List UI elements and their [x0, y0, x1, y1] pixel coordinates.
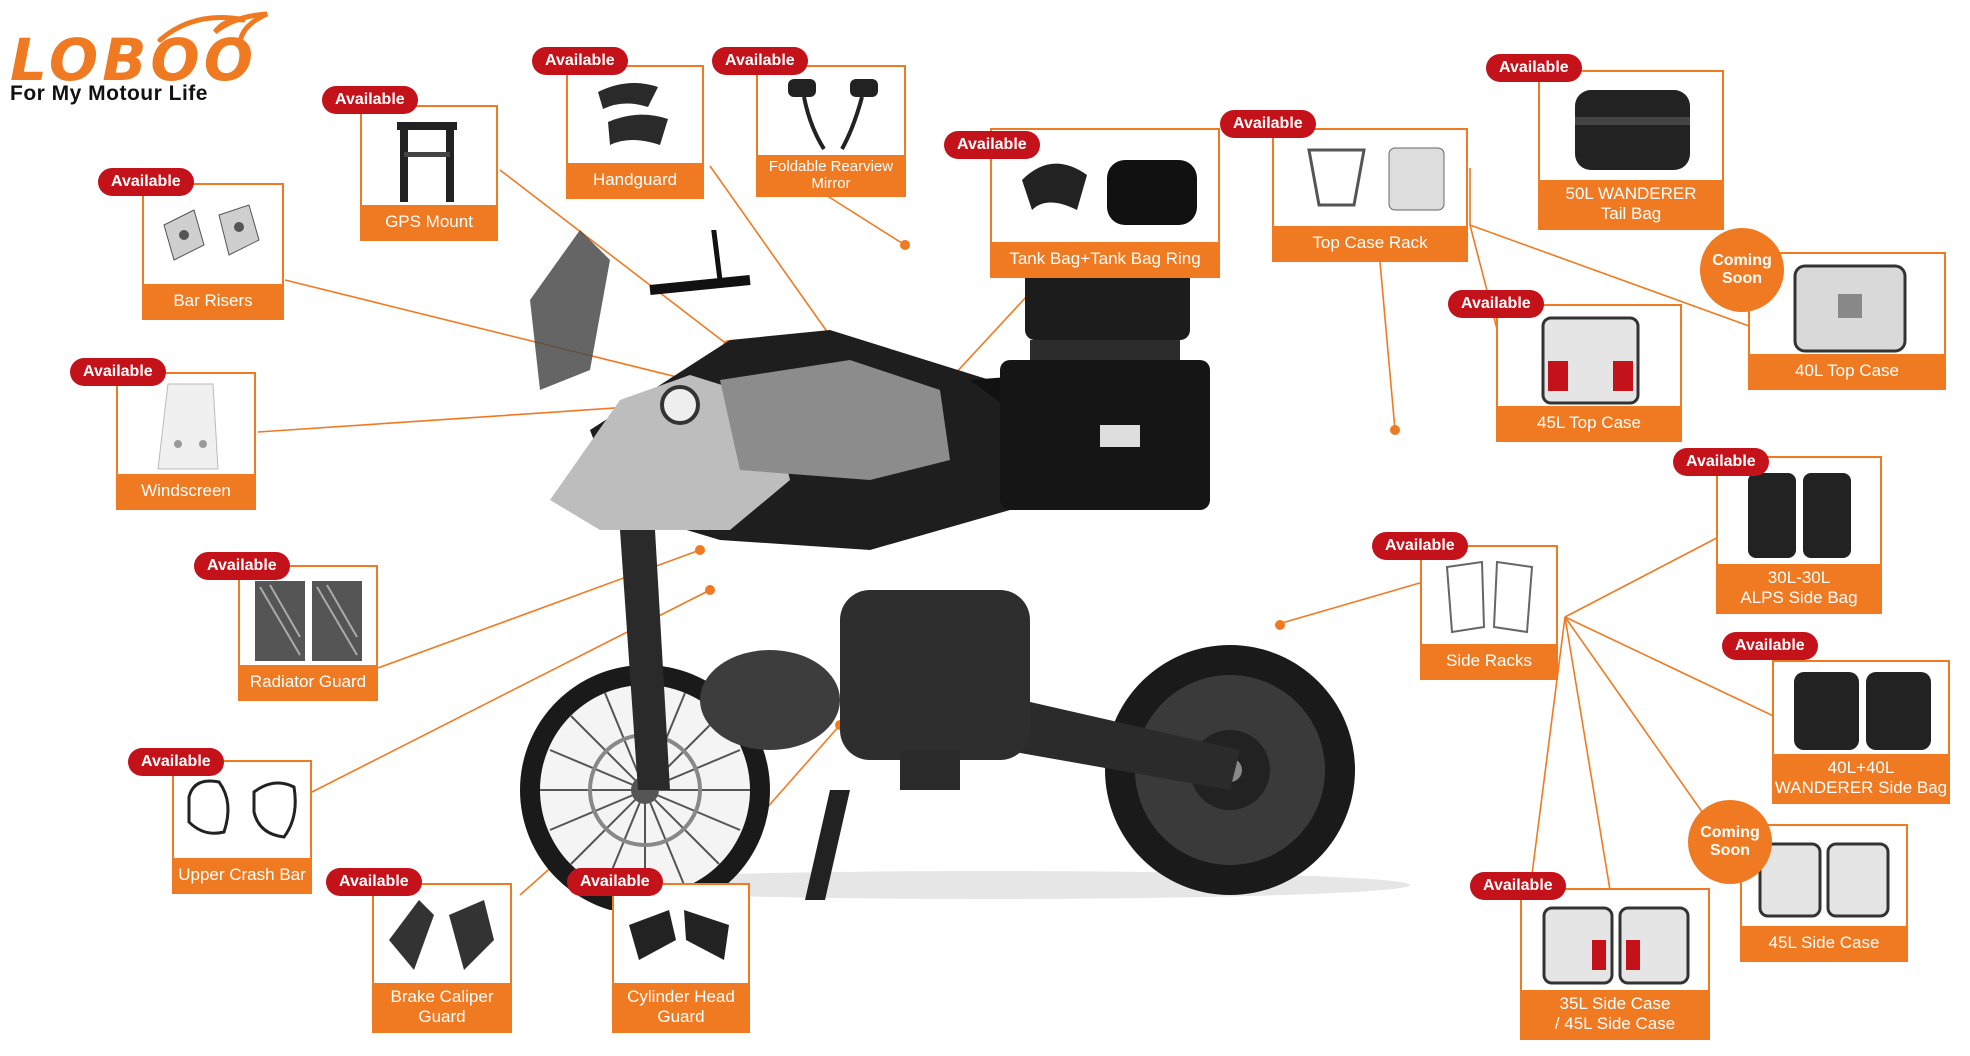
caliper-guard-icon — [389, 900, 494, 970]
card-alps-label: 30L-30L ALPS Side Bag — [1718, 564, 1880, 612]
badge-tail-bag: Available — [1486, 54, 1582, 82]
side-bag-icon — [1748, 473, 1851, 558]
top-case-icon — [1793, 264, 1907, 353]
card-top45-label: 45L Top Case — [1498, 406, 1680, 440]
card-windscreen[interactable]: Windscreen — [116, 372, 256, 510]
card-handguard-label: Handguard — [568, 163, 702, 197]
mirror-icon — [788, 79, 878, 151]
leader-alps — [1564, 529, 1733, 618]
brand-logo: LOBOO For My Motour Life — [10, 8, 280, 108]
badge-gps: Available — [322, 86, 418, 114]
badge-bar-risers: Available — [98, 168, 194, 196]
card-brake[interactable]: Brake Caliper Guard — [372, 883, 512, 1033]
card-top-rack-label: Top Case Rack — [1274, 226, 1466, 260]
card-top45[interactable]: 45L Top Case — [1496, 304, 1682, 442]
card-windscreen-label: Windscreen — [118, 474, 254, 508]
card-bar-risers-label: Bar Risers — [144, 284, 282, 318]
card-alps[interactable]: 30L-30L ALPS Side Bag — [1716, 456, 1882, 614]
card-tank-bag-label: Tank Bag+Tank Bag Ring — [992, 242, 1218, 276]
badge-brake: Available — [326, 868, 422, 896]
card-crash-bar[interactable]: Upper Crash Bar — [172, 760, 312, 894]
card-tail-bag[interactable]: 50L WANDERER Tail Bag — [1538, 70, 1724, 230]
card-side45[interactable]: 45L Side Case — [1740, 824, 1908, 962]
leader-side35 — [1564, 616, 1611, 891]
logo-wordmark: LOBOO — [10, 26, 258, 94]
side-racks-icon — [1445, 560, 1534, 634]
badge-wanderer-side: Available — [1722, 632, 1818, 660]
card-cylinder[interactable]: Cylinder Head Guard — [612, 883, 750, 1033]
side-bag-icon — [1794, 672, 1931, 750]
card-side-racks[interactable]: Side Racks — [1420, 545, 1558, 680]
card-top40-label: 40L Top Case — [1750, 354, 1944, 388]
badge-mirror: Available — [712, 47, 808, 75]
card-radiator-label: Radiator Guard — [240, 665, 376, 699]
badge-radiator: Available — [194, 552, 290, 580]
handguard-icon — [598, 83, 668, 145]
card-side35[interactable]: 35L Side Case / 45L Side Case — [1520, 888, 1710, 1040]
card-side45-label: 45L Side Case — [1742, 926, 1906, 960]
tank-bag-icon — [1022, 160, 1197, 225]
soon-top40: Coming Soon — [1700, 228, 1784, 312]
cylinder-guard-icon — [629, 910, 729, 960]
badge-top45: Available — [1448, 290, 1544, 318]
badge-side35: Available — [1470, 872, 1566, 900]
badge-cylinder: Available — [567, 868, 663, 896]
card-top-rack[interactable]: Top Case Rack — [1272, 128, 1468, 262]
card-wanderer-side-label: 40L+40L WANDERER Side Bag — [1774, 754, 1948, 802]
card-mirror[interactable]: Foldable Rearview Mirror — [756, 65, 906, 197]
card-gps[interactable]: GPS Mount — [360, 105, 498, 241]
card-wanderer-side[interactable]: 40L+40L WANDERER Side Bag — [1772, 660, 1950, 804]
side-case-icon — [1758, 842, 1890, 918]
card-bar-risers[interactable]: Bar Risers — [142, 183, 284, 320]
badge-windscreen: Available — [70, 358, 166, 386]
card-side35-label: 35L Side Case / 45L Side Case — [1522, 990, 1708, 1038]
motorcycle-image — [520, 230, 1410, 910]
soon-side45: Coming Soon — [1688, 800, 1772, 884]
tail-bag-icon — [1575, 90, 1690, 170]
card-side-racks-label: Side Racks — [1422, 644, 1556, 678]
radiator-guard-icon — [255, 581, 362, 661]
card-handguard[interactable]: Handguard — [566, 65, 704, 199]
windscreen-icon — [157, 383, 219, 470]
card-cylinder-label: Cylinder Head Guard — [614, 983, 748, 1031]
card-mirror-label: Foldable Rearview Mirror — [758, 155, 904, 195]
card-crash-bar-label: Upper Crash Bar — [174, 858, 310, 892]
bar-risers-icon — [163, 204, 260, 261]
card-tail-bag-label: 50L WANDERER Tail Bag — [1540, 180, 1722, 228]
badge-top-rack: Available — [1220, 110, 1316, 138]
top-case-icon — [1541, 316, 1640, 405]
card-brake-label: Brake Caliper Guard — [374, 983, 510, 1031]
badge-tank-bag: Available — [944, 131, 1040, 159]
crash-bar-icon — [187, 779, 297, 839]
logo-swoosh-icon — [157, 11, 269, 43]
badge-alps: Available — [1673, 448, 1769, 476]
badge-crash-bar: Available — [128, 748, 224, 776]
brand-tagline: For My Motour Life — [10, 82, 208, 105]
badge-side-racks: Available — [1372, 532, 1468, 560]
side-case-icon — [1542, 906, 1690, 985]
card-gps-label: GPS Mount — [362, 205, 496, 239]
top-rack-icon — [1307, 147, 1445, 211]
badge-handguard: Available — [532, 47, 628, 75]
gps-mount-icon — [397, 122, 457, 202]
card-radiator[interactable]: Radiator Guard — [238, 565, 378, 701]
